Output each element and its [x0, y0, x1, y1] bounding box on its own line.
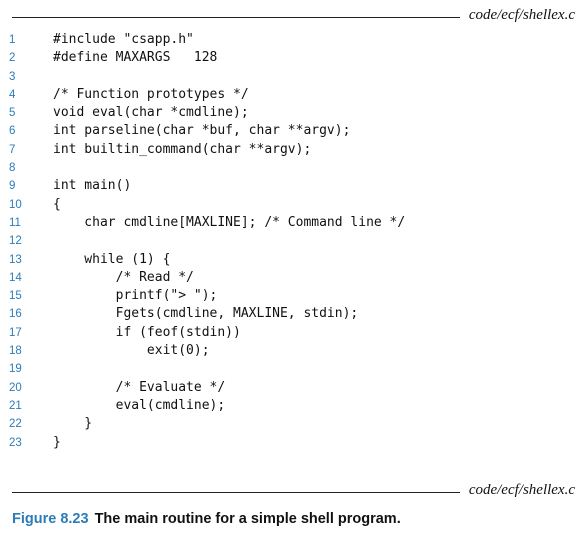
line-number: 21 [9, 399, 22, 412]
line-number: 11 [9, 216, 21, 229]
code-line: 14 /* Read */ [0, 269, 583, 287]
code-header: code/ecf/shellex.c [12, 6, 575, 26]
code-line: 5 void eval(char *cmdline); [0, 104, 583, 122]
line-number: 9 [9, 180, 16, 193]
line-number: 12 [9, 235, 22, 248]
figure-caption: Figure 8.23 The main routine for a simple… [12, 511, 401, 527]
line-number: 14 [9, 271, 22, 284]
code-text: exit(0); [53, 343, 210, 359]
line-number: 20 [9, 381, 22, 394]
code-line: 17 if (feof(stdin)) [0, 324, 583, 342]
code-line: 15 printf("> "); [0, 287, 583, 305]
code-text: printf("> "); [53, 288, 218, 304]
code-text: int main() [53, 178, 132, 194]
line-number: 16 [9, 308, 22, 321]
code-text: { [53, 196, 61, 212]
line-number: 3 [9, 70, 16, 83]
code-text: if (feof(stdin)) [53, 324, 241, 340]
code-text: int builtin_command(char **argv); [53, 141, 312, 157]
code-text: void eval(char *cmdline); [53, 105, 249, 121]
line-number: 1 [9, 34, 16, 46]
code-line: 9 int main() [0, 177, 583, 195]
header-filename: code/ecf/shellex.c [468, 7, 575, 23]
footer-filename: code/ecf/shellex.c [468, 482, 575, 498]
code-line: 4 /* Function prototypes */ [0, 86, 583, 104]
line-number: 4 [9, 88, 16, 101]
code-line: 8 [0, 159, 583, 177]
code-text: } [53, 434, 61, 450]
figure-label: Figure 8.23 [12, 511, 89, 527]
code-text: Fgets(cmdline, MAXLINE, stdin); [53, 306, 359, 322]
code-text: /* Evaluate */ [53, 379, 226, 395]
line-number: 13 [9, 253, 22, 266]
figure-caption-text: The main routine for a simple shell prog… [94, 511, 401, 527]
code-line: 3 [0, 68, 583, 86]
code-line: 12 [0, 232, 583, 250]
code-line: 19 [0, 360, 583, 378]
code-text: /* Read */ [53, 269, 194, 285]
code-text: char cmdline[MAXLINE]; /* Command line *… [53, 214, 406, 230]
code-line: 2 #define MAXARGS 128 [0, 49, 583, 67]
header-rule [12, 17, 460, 18]
code-line: 11 char cmdline[MAXLINE]; /* Command lin… [0, 214, 583, 232]
code-line: 10 { [0, 196, 583, 214]
code-line: 21 eval(cmdline); [0, 397, 583, 415]
code-text: #include "csapp.h" [53, 32, 194, 47]
line-number: 2 [9, 52, 16, 65]
code-footer: code/ecf/shellex.c [12, 481, 575, 501]
line-number: 22 [9, 418, 22, 431]
line-number: 5 [9, 107, 16, 120]
code-line: 7 int builtin_command(char **argv); [0, 141, 583, 159]
line-number: 7 [9, 143, 16, 156]
code-line: 23} [0, 434, 583, 452]
line-number: 15 [9, 290, 22, 303]
code-text: #define MAXARGS 128 [53, 50, 218, 66]
code-line: 1 #include "csapp.h" [0, 31, 583, 49]
code-line: 22 } [0, 415, 583, 433]
code-line: 16 Fgets(cmdline, MAXLINE, stdin); [0, 305, 583, 323]
line-number: 19 [9, 363, 22, 376]
code-text: } [53, 416, 93, 432]
code-line: 13 while (1) { [0, 251, 583, 269]
line-number: 17 [9, 326, 22, 339]
code-text: /* Function prototypes */ [53, 86, 249, 102]
code-text: eval(cmdline); [53, 397, 226, 413]
code-line: 20 /* Evaluate */ [0, 379, 583, 397]
line-number: 8 [9, 162, 16, 175]
code-line: 6 int parseline(char *buf, char **argv); [0, 122, 583, 140]
line-number: 18 [9, 345, 22, 358]
code-text: int parseline(char *buf, char **argv); [53, 123, 351, 139]
code-listing: 1 #include "csapp.h" 2 #define MAXARGS 128 3… [0, 31, 583, 452]
line-number: 6 [9, 125, 16, 138]
code-line: 18 exit(0); [0, 342, 583, 360]
line-number: 10 [9, 198, 22, 211]
code-text: while (1) { [53, 251, 171, 267]
line-number: 23 [9, 436, 22, 449]
footer-rule [12, 492, 460, 493]
